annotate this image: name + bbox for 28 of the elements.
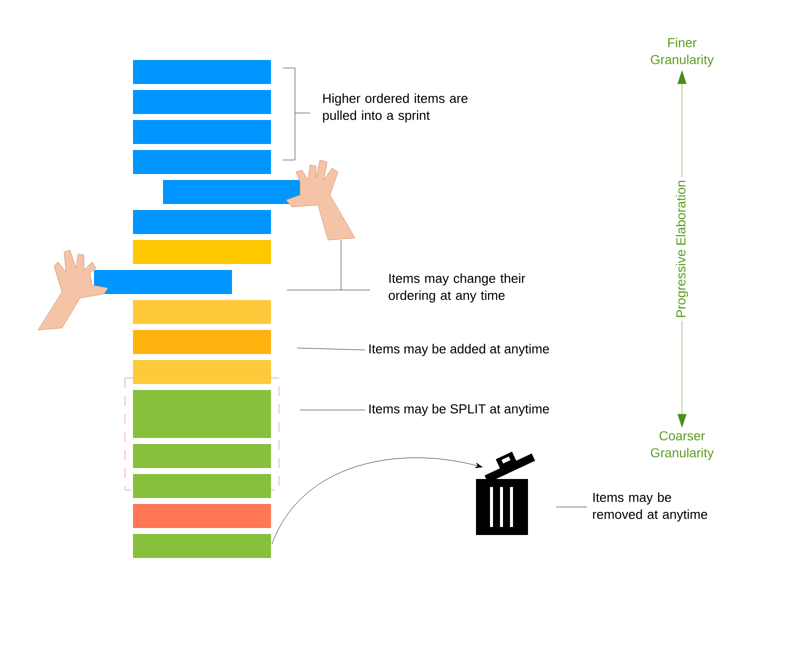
backlog-bar: [133, 390, 271, 438]
leader-line: [296, 348, 366, 350]
annotation-text: Items may be added at anytime: [369, 344, 549, 356]
annotation-text: Items may be SPLIT at anytime: [369, 404, 549, 416]
axis-label: Finer Granularity: [650, 38, 714, 67]
backlog-bar: [133, 60, 271, 84]
backlog-bar: [133, 300, 271, 324]
backlog-bar: [133, 120, 271, 144]
backlog-bar: [133, 444, 271, 468]
backlog-bar: [94, 270, 232, 294]
backlog-bar: [133, 150, 271, 174]
annotation-text: Higher ordered items are pulled into a sprint: [323, 93, 468, 123]
edge-label: Progressive Elaboration: [676, 180, 688, 317]
backlog-bar: [133, 534, 271, 558]
backlog-bar: [133, 504, 271, 528]
backlog-bar: [133, 474, 271, 498]
annotation-text: Items may change their ordering at any time: [388, 273, 526, 303]
leader-line: [556, 506, 588, 508]
backlog-bar: [163, 180, 301, 204]
backlog-bar: [133, 360, 271, 384]
backlog-bar: [133, 330, 271, 354]
trash-bin: [476, 452, 536, 535]
backlog-bar: [133, 210, 271, 234]
axis-label: Coarser Granularity: [650, 431, 714, 460]
backlog-bar: [133, 90, 271, 114]
annotation-text: Items may be removed at anytime: [593, 492, 708, 522]
backlog-bar: [133, 240, 271, 264]
arrow: [272, 458, 483, 544]
